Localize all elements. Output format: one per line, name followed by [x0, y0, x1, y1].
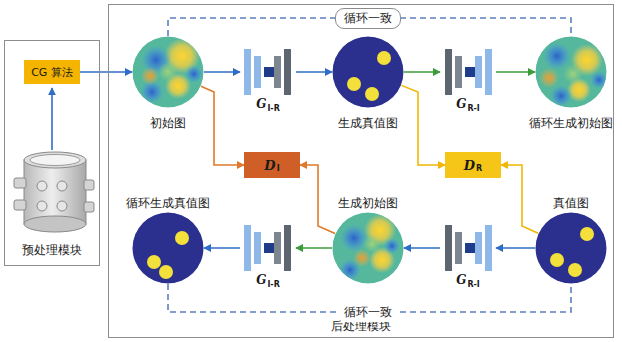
- subscript-text: R: [476, 164, 482, 173]
- truth-map: 生成真值图: [318, 35, 418, 131]
- generator-icon: [440, 49, 496, 95]
- flow-arrow: [296, 71, 332, 73]
- flow-arrow: [401, 85, 445, 165]
- map-caption: 循环生成真值图: [126, 196, 210, 210]
- generator-block: GR-I: [438, 49, 498, 115]
- node-text: G: [256, 273, 266, 287]
- node-text: CG 算法: [31, 65, 73, 80]
- module-title: 预处理模块: [19, 243, 85, 257]
- subscript-text: R-I: [467, 280, 479, 289]
- truth-disk: [132, 212, 204, 284]
- generator-block: GI-R: [238, 49, 298, 115]
- input-arrow: [51, 88, 53, 150]
- truth-disk: [535, 212, 607, 284]
- field-map: 生成初始图: [318, 189, 418, 285]
- subscript-text: R-I: [467, 104, 479, 113]
- flow-arrow: [404, 247, 440, 249]
- subscript-text: I-R: [267, 104, 279, 113]
- edge-label: 循环一致: [335, 8, 401, 29]
- node-text: G: [456, 97, 466, 111]
- generator-block: GI-R: [238, 225, 298, 291]
- pipe-body: [14, 152, 94, 232]
- flow-arrow: [404, 71, 440, 73]
- truth-disk: [332, 36, 404, 108]
- node-text: G: [456, 273, 466, 287]
- subscript-text: I-R: [267, 280, 279, 289]
- node-text: D: [464, 158, 475, 173]
- map-caption: 真值图: [553, 196, 589, 210]
- generator-icon: [240, 49, 296, 95]
- process-box: CG 算法: [24, 60, 80, 84]
- node-text: G: [256, 97, 266, 111]
- generator-icon: [440, 225, 496, 271]
- map-caption: 循环生成初始图: [529, 116, 613, 130]
- module-frame: 预处理模块 CG 算法: [4, 40, 100, 266]
- generator-block: GR-I: [438, 225, 498, 291]
- flow-arrow: [496, 247, 535, 249]
- field-map: 循环生成初始图: [521, 35, 621, 131]
- truth-map: 循环生成真值图: [118, 189, 218, 285]
- flow-arrow: [201, 86, 244, 165]
- field-map: 初始图: [118, 35, 218, 131]
- flow-arrow: [204, 71, 240, 73]
- process-box: DR: [445, 152, 501, 178]
- generator-icon: [240, 225, 296, 271]
- truth-map: 真值图: [521, 189, 621, 285]
- heatmap-disk: [332, 212, 404, 284]
- process-box: DI: [244, 152, 300, 178]
- module-frame: 后处理模块初始图GI-R生成真值图GR-I循环生成初始图DIDR循环生成真值图G…: [108, 4, 614, 338]
- flow-arrow: [496, 71, 535, 73]
- flow-arrow: [204, 247, 240, 249]
- map-caption: 生成真值图: [338, 116, 398, 130]
- heatmap-disk: [132, 36, 204, 108]
- subscript-text: I: [277, 164, 280, 173]
- flow-arrow: [501, 165, 538, 233]
- flow-arrow: [296, 247, 332, 249]
- node-text: D: [264, 158, 275, 173]
- flow-arrow: [80, 71, 132, 73]
- map-caption: 生成初始图: [338, 196, 398, 210]
- flow-arrow: [300, 165, 335, 234]
- map-caption: 初始图: [150, 116, 186, 130]
- heatmap-disk: [535, 36, 607, 108]
- edge-label: 循环一致: [336, 303, 400, 322]
